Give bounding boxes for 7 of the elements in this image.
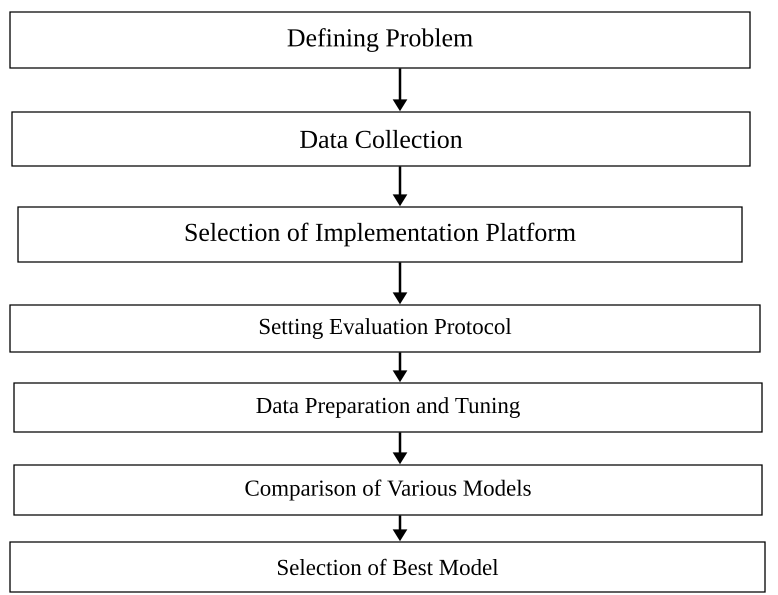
process-box: Data Preparation and Tuning [13,382,763,433]
process-box: Selection of Best Model [9,541,766,593]
process-box: Data Collection [11,111,751,167]
process-box: Selection of Implementation Platform [17,206,743,263]
process-box: Defining Problem [9,11,751,69]
process-box: Comparison of Various Models [13,464,763,516]
process-box: Setting Evaluation Protocol [9,304,761,353]
